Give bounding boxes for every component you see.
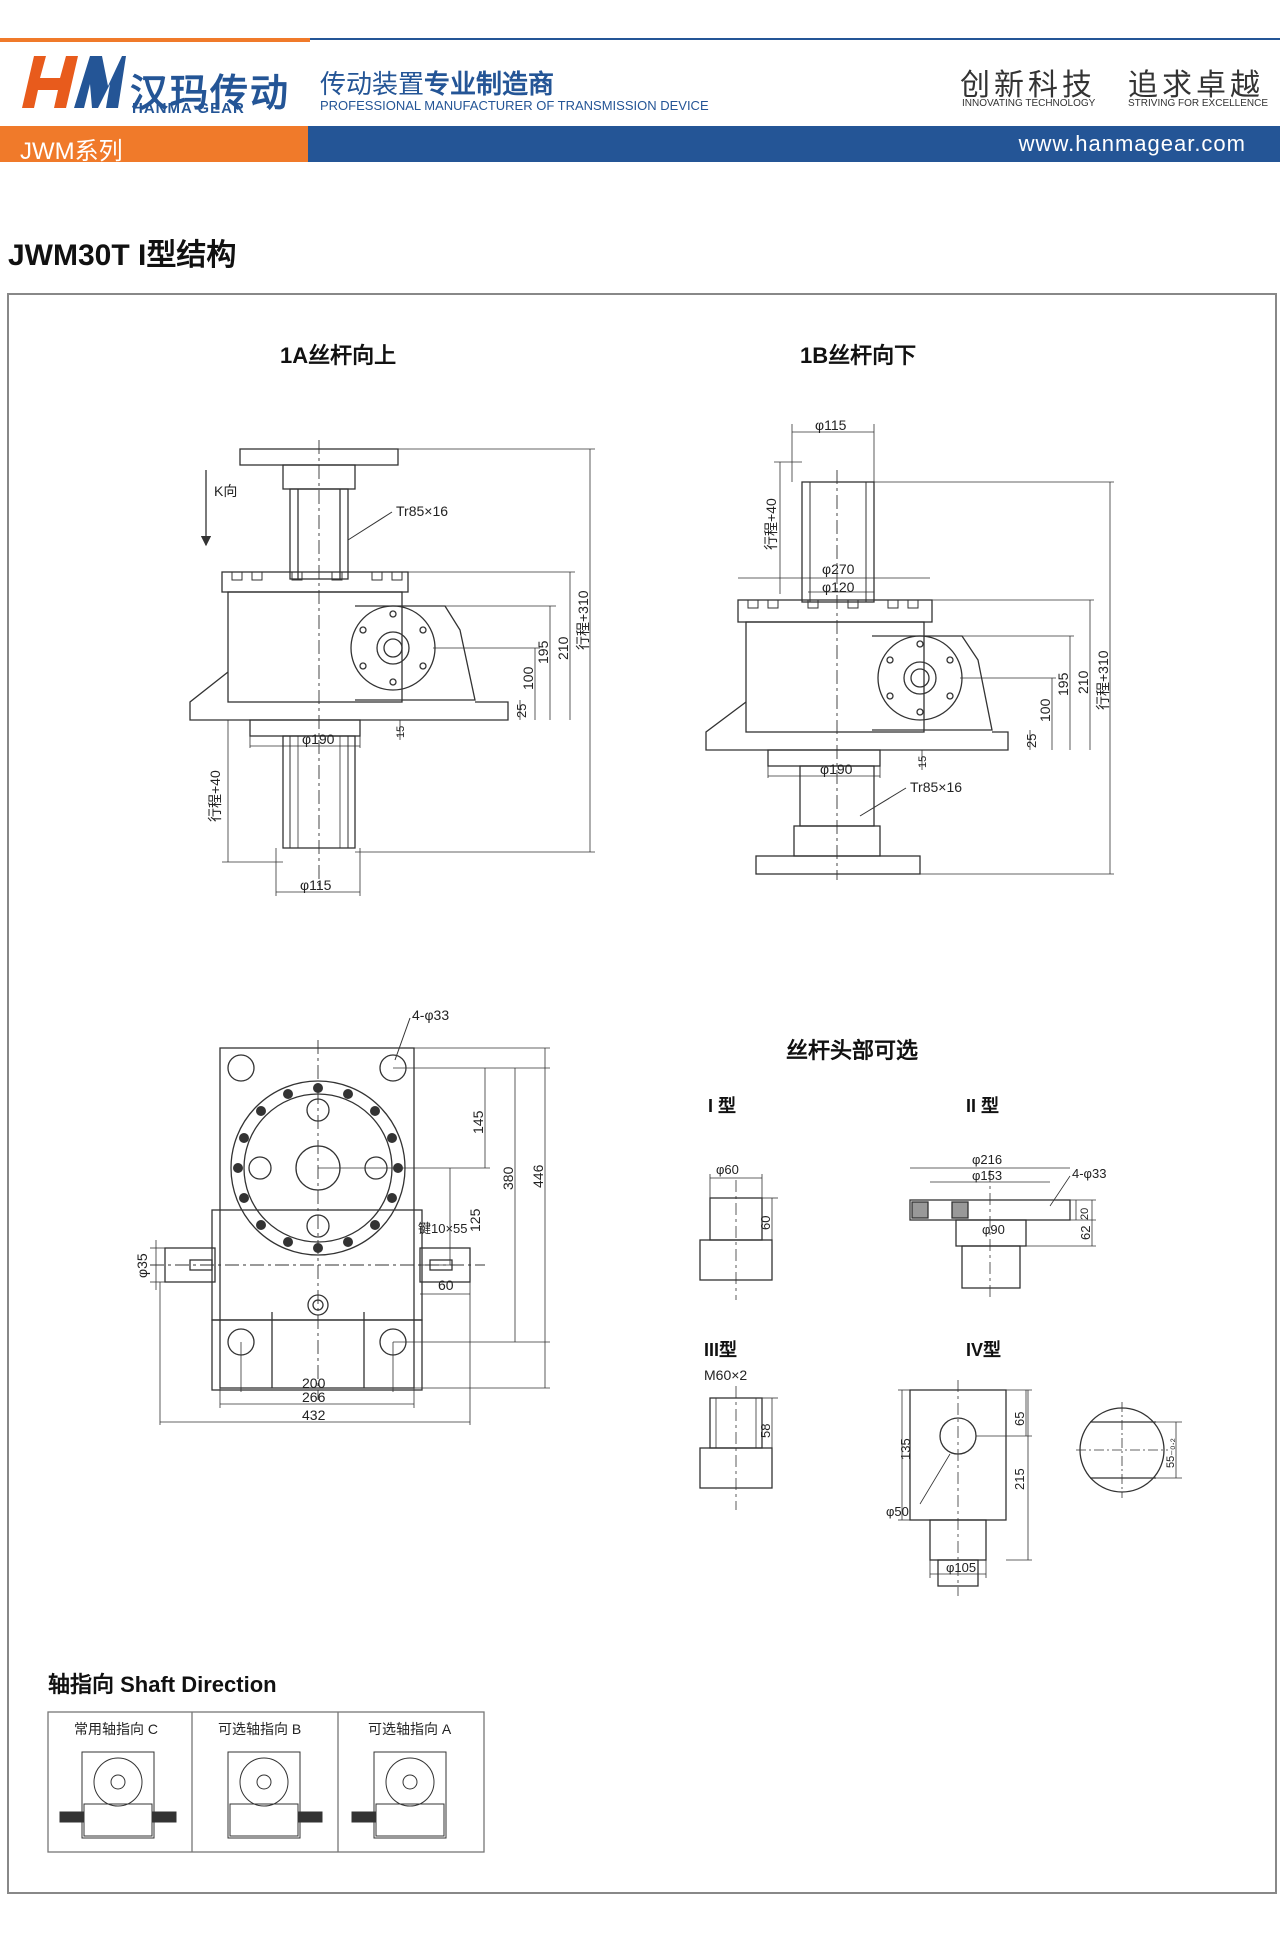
website-link[interactable]: www.hanmagear.com [1018,131,1246,156]
brand-name-cn: 汉玛传动 [130,73,291,115]
motto-excellence-en: STRIVING FOR EXCELLENCE [1128,98,1269,109]
motto-innovation: 创新科技 [960,68,1096,103]
head-2-holes: 4-φ33 [1072,1166,1106,1181]
head-4-h65: 65 [1012,1412,1027,1426]
shaft-cell-a-label: 可选轴指向 A [368,1721,452,1737]
head-4-h215: 215 [1012,1468,1027,1490]
head-4-flat55: 55₋₀.₂ [1165,1438,1177,1468]
view-1a-d190: φ190 [302,731,335,747]
head-2-h62: 62 [1078,1226,1093,1240]
shaft-direction: 轴指向 Shaft Direction 常用轴指向 C 可选轴指向 B 可选轴指… [47,1672,485,1853]
view-1b: 1B丝杆向下 φ115 行程+40 φ270 φ120 [705,343,1114,880]
view-1b-stroke40: 行程+40 [763,498,779,550]
view-1a-thread: Tr85×16 [396,503,448,519]
view-1b-stroke310: 行程+310 [1095,650,1111,710]
drawing-frame [7,293,1277,1894]
head-3-h58: 58 [758,1424,773,1438]
page-header: 汉玛传动 HANMA GEAR 传动装置专业制造商 PROFESSIONAL M… [0,0,1280,166]
view-1a: 1A丝杆向上 K向 T [189,343,595,896]
head-type-2-title: II 型 [966,1095,999,1116]
view-1a-d115: φ115 [300,877,332,893]
view-1b-dim210: 210 [1075,670,1091,694]
view-1b-title: 1B丝杆向下 [800,343,916,368]
head-type-1-title: I 型 [708,1095,736,1116]
head-2-d90: φ90 [982,1222,1005,1237]
hanma-logo-icon [22,56,126,108]
shaft-title: 轴指向 Shaft Direction [48,1672,277,1697]
shaft-icon-a [351,1751,447,1839]
screw-heads: 丝杆头部可选 I 型 φ60 60 II 型 φ216 φ153 4-φ33 φ… [699,1038,1182,1596]
view-k: 4-φ33 446 380 145 125 键10×55 60 φ35 200 … [134,1007,550,1425]
view-1a-stroke310: 行程+310 [575,590,591,650]
view-1b-d120: φ120 [822,579,855,595]
shaft-icon-b [227,1751,323,1839]
view-1a-title: 1A丝杆向上 [280,343,396,368]
view-1a-stroke40: 行程+40 [207,770,223,822]
head-4-d50: φ50 [886,1504,909,1519]
series-label: JWM系列 [20,138,123,165]
view-k-key: 键10×55 [418,1221,468,1236]
page-title: JWM30T I型结构 [8,239,237,272]
k-direction-label: K向 [214,483,237,499]
shaft-cell-c-label: 常用轴指向 C [74,1721,158,1737]
view-k-d380: 380 [500,1166,516,1190]
motto-innovation-en: INNOVATING TECHNOLOGY [962,98,1096,109]
view-1a-dim195: 195 [535,640,551,664]
head-1-h60: 60 [758,1216,773,1230]
view-1a-dim100: 100 [520,666,536,690]
view-k-d60: 60 [438,1277,454,1293]
brand-name-en: HANMA GEAR [132,100,245,117]
motto-excellence: 追求卓越 [1128,68,1264,103]
view-1b-dim25: 25 [1024,734,1039,748]
view-k-d266: 266 [302,1389,326,1405]
view-k-d125: 125 [467,1208,483,1232]
view-1b-dim195: 195 [1055,672,1071,696]
view-1b-thread: Tr85×16 [910,779,962,795]
site-bar [308,126,1280,162]
view-k-d145: 145 [470,1110,486,1134]
view-1b-d270: φ270 [822,561,855,577]
view-1b-d115: φ115 [815,417,847,433]
head-4-d105: φ105 [946,1560,976,1575]
tagline-cn: 传动装置专业制造商 [320,69,555,99]
view-k-d35: φ35 [134,1253,150,1278]
view-k-holes: 4-φ33 [412,1007,449,1023]
header-accent-line [0,38,310,42]
shaft-icon-c [59,1751,177,1839]
shaft-cell-b-label: 可选轴指向 B [218,1721,301,1737]
head-2-h20: 20 [1079,1208,1091,1220]
heads-title: 丝杆头部可选 [786,1038,918,1063]
view-k-d200: 200 [302,1375,326,1391]
view-1a-dim15: 15 [395,726,407,738]
head-3-thread: M60×2 [704,1367,747,1383]
view-1b-d190: φ190 [820,761,853,777]
series-bar [0,126,308,162]
head-2-d153: φ153 [972,1168,1002,1183]
head-type-3-title: III型 [704,1339,737,1360]
head-1-d60: φ60 [716,1162,739,1177]
view-k-d446: 446 [530,1164,546,1188]
tagline-en: PROFESSIONAL MANUFACTURER OF TRANSMISSIO… [320,98,709,113]
view-k-d432: 432 [302,1407,326,1423]
view-1b-dim100: 100 [1037,698,1053,722]
view-1a-dim210: 210 [555,636,571,660]
head-2-d216: φ216 [972,1152,1002,1167]
view-1a-dim25: 25 [514,704,529,718]
view-1b-dim15: 15 [917,756,929,768]
head-type-4-title: IV型 [966,1339,1001,1360]
head-4-h135: 135 [898,1438,913,1460]
header-rule-line [310,38,1280,40]
